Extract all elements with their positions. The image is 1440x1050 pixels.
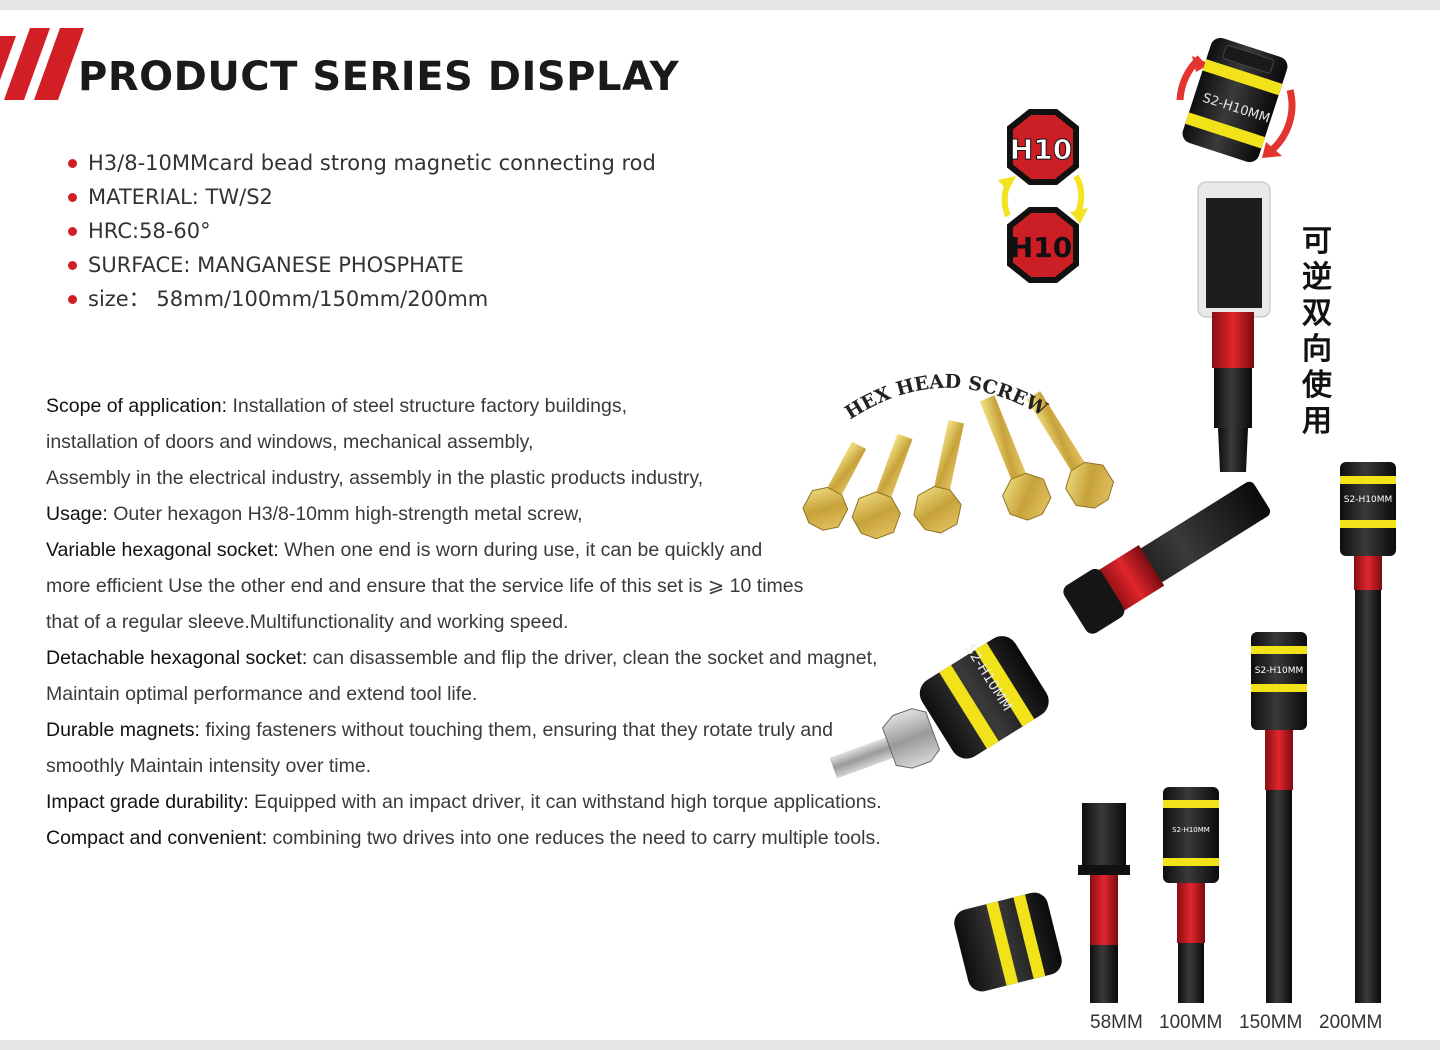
spec-item: MATERIAL: TW/S2 (66, 180, 656, 214)
desc-label: Variable hexagonal socket: (46, 539, 279, 561)
cn-char: 逆 (1302, 260, 1332, 295)
desc-text: Maintain optimal performance and extend … (46, 683, 478, 705)
screw-caption: HEX HEAD SCREW (841, 371, 1051, 424)
socket-marking-200: S2-H10MM (1344, 495, 1392, 505)
desc-line: that of a regular sleeve.Multifunctional… (46, 604, 946, 640)
size-labels: 58MM 100MM 150MM 200MM (0, 1012, 1440, 1038)
desc-line: Assembly in the electrical industry, ass… (46, 460, 946, 496)
desc-text: smoothly Maintain intensity over time. (46, 755, 372, 777)
hex-screws (802, 391, 1115, 540)
desc-text: that of a regular sleeve.Multifunctional… (46, 611, 569, 633)
product-artwork: H10 H10 S2-H10MM S2-H10MM S2-H10MM S2-H1… (802, 37, 1396, 1003)
top-frame-bar (0, 0, 1440, 10)
cn-char: 用 (1302, 404, 1332, 439)
spec-item: HRC:58-60° (66, 214, 656, 248)
size-label-58: 58MM (1090, 1012, 1143, 1033)
description-block: Scope of application: Installation of st… (46, 388, 946, 856)
desc-line: installation of doors and windows, mecha… (46, 424, 946, 460)
hex-badge-bottom-label: H10 (1010, 231, 1072, 264)
desc-label: Compact and convenient: (46, 827, 268, 849)
desc-line: Usage: Outer hexagon H3/8-10mm high-stre… (46, 496, 946, 532)
desc-label: Detachable hexagonal socket: (46, 647, 308, 669)
desc-line: Maintain optimal performance and extend … (46, 676, 946, 712)
desc-label: Impact grade durability: (46, 791, 249, 813)
desc-line: more efficient Use the other end and ens… (46, 568, 946, 604)
page-title: PRODUCT SERIES DISPLAY (78, 54, 680, 100)
desc-label: Durable magnets: (46, 719, 200, 741)
desc-line: Detachable hexagonal socket: can disasse… (46, 640, 946, 676)
rotating-socket (1176, 37, 1296, 163)
desc-line: Compact and convenient: combining two dr… (46, 820, 946, 856)
desc-text: installation of doors and windows, mecha… (46, 431, 534, 453)
desc-text: can disassemble and flip the driver, cle… (307, 647, 878, 669)
desc-label: Scope of application: (46, 395, 228, 417)
cn-char: 使 (1302, 368, 1332, 403)
hex-badge-top-label: H10 (1010, 133, 1072, 166)
desc-text: Installation of steel structure factory … (227, 395, 627, 417)
reversible-use-caption: 可 逆 双 向 使 用 (1300, 224, 1334, 440)
cn-char: 双 (1302, 296, 1332, 331)
spec-item: H3/8-10MMcard bead strong magnetic conne… (66, 146, 656, 180)
desc-line: Impact grade durability: Equipped with a… (46, 784, 946, 820)
size-label-200: 200MM (1319, 1012, 1383, 1033)
spec-list: H3/8-10MMcard bead strong magnetic conne… (66, 146, 656, 316)
desc-text: Outer hexagon H3/8-10mm high-strength me… (107, 503, 583, 525)
hex-badges (998, 109, 1088, 283)
desc-line: smoothly Maintain intensity over time. (46, 748, 946, 784)
desc-label: Usage: (46, 503, 108, 525)
cn-char: 可 (1302, 224, 1332, 259)
diagonal-driver-assembly (829, 481, 1271, 779)
bottom-frame-bar (0, 1040, 1440, 1050)
reversible-driver (1197, 181, 1271, 472)
size-label-100: 100MM (1159, 1012, 1223, 1033)
desc-text: more efficient Use the other end and ens… (46, 575, 804, 597)
spec-item: SURFACE: MANGANESE PHOSPHATE (66, 248, 656, 282)
socket-marking-100: S2-H10MM (1172, 826, 1210, 834)
screw-caption-text: HEX HEAD SCREW (841, 371, 1051, 424)
socket-marking-150: S2-H10MM (1255, 666, 1303, 676)
desc-text: combining two drives into one reduces th… (267, 827, 881, 849)
cn-char: 向 (1302, 332, 1332, 367)
spec-item: size： 58mm/100mm/150mm/200mm (66, 282, 656, 316)
desc-line: Scope of application: Installation of st… (46, 388, 946, 424)
desc-text: Equipped with an impact driver, it can w… (248, 791, 882, 813)
desc-text: fixing fasteners without touching them, … (199, 719, 833, 741)
size-label-150: 150MM (1239, 1012, 1303, 1033)
red-slash-logo (0, 28, 84, 100)
desc-text: Assembly in the electrical industry, ass… (46, 467, 704, 489)
desc-line: Variable hexagonal socket: When one end … (46, 532, 946, 568)
desc-text: When one end is worn during use, it can … (278, 539, 763, 561)
desc-line: Durable magnets: fixing fasteners withou… (46, 712, 946, 748)
size-lineup (954, 462, 1396, 1003)
